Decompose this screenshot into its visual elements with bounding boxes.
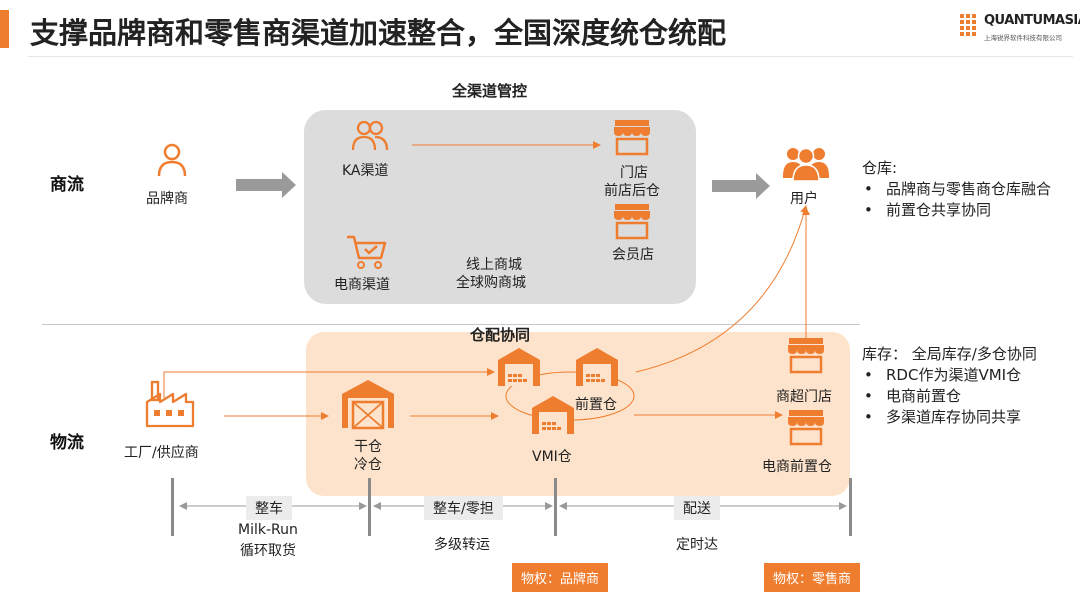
vmi-warehouse-label: VMI仓: [532, 449, 572, 465]
warehouse-notes-title: 仓库:: [862, 159, 898, 177]
online-mall-label: 线上商城: [466, 257, 522, 273]
segment-tag-delivery: 配送: [674, 496, 720, 520]
global-mall-label: 全球购商城: [456, 275, 526, 291]
factory-icon: [145, 380, 195, 428]
front-warehouse-label: 前置仓: [575, 397, 617, 413]
page-title: 支撑品牌商和零售商渠道加速整合，全国深度统仓统配: [30, 16, 727, 50]
logo-name: QUANTUMASIA: [984, 13, 1080, 28]
logistics-flow-label: 物流: [50, 433, 84, 453]
ownership-retailer-badge: 物权：零售商: [764, 563, 861, 592]
front-to-user-curve: [635, 205, 809, 373]
ecommerce-channel-label: 电商渠道: [334, 277, 390, 293]
quantumasia-logo-icon: [960, 14, 976, 36]
segment-tag-full-truck: 整车: [246, 496, 292, 520]
factory-label: 工厂/供应商: [124, 445, 199, 461]
commerce-flow-label: 商流: [50, 175, 84, 195]
timeline-tick-3: [554, 478, 557, 536]
vmi-warehouse-icon: [532, 396, 574, 434]
factory-to-vmi-top-arrow: [163, 368, 495, 398]
title-accent-bar: [0, 10, 9, 48]
multi-level-transfer-label: 多级转运: [434, 537, 490, 553]
dry-warehouse-label: 干仓: [354, 439, 382, 455]
omnichannel-title: 全渠道管控: [452, 82, 528, 100]
inventory-notes-title: 库存： 全局库存/多仓协同: [862, 345, 1037, 363]
inventory-note-item: 电商前置仓: [862, 386, 1074, 407]
timeline-tick-start: [171, 478, 174, 536]
milk-run-desc: 循环取货: [240, 543, 296, 559]
segment-tag-ftl-ltl: 整车/零担: [424, 496, 503, 520]
channels-to-user-arrow: [712, 173, 770, 199]
warehouse-note-item: 前置仓共享协同: [862, 200, 1074, 221]
inventory-note-item: RDC作为渠道VMI仓: [862, 365, 1074, 386]
milk-run-label: Milk-Run: [238, 522, 298, 538]
warehouse-icon: [498, 348, 540, 386]
ownership-brand-badge: 物权：品牌商: [512, 563, 609, 592]
warehouse-notes: 仓库: 品牌商与零售商仓库融合 前置仓共享协同: [862, 158, 1074, 221]
store-label: 门店: [620, 165, 648, 181]
person-icon: [157, 143, 187, 177]
supermarket-icon: [788, 338, 824, 374]
ka-channel-label: KA渠道: [342, 163, 389, 179]
inventory-note-item: 多渠道库存协同共享: [862, 407, 1074, 428]
member-store-label: 会员店: [612, 247, 654, 263]
store-subtitle: 前店后仓: [604, 183, 660, 199]
timeline-tick-end: [849, 478, 852, 536]
warehouse-icon: [342, 380, 394, 430]
users-icon: [783, 147, 829, 182]
shopping-cart-icon: [347, 235, 387, 269]
member-store-icon: [614, 204, 650, 240]
cold-warehouse-label: 冷仓: [354, 457, 382, 473]
front-warehouse-icon: [576, 348, 618, 386]
user-label: 用户: [790, 191, 818, 207]
warehouse-note-item: 品牌商与零售商仓库融合: [862, 179, 1056, 200]
supermarket-label: 商超门店: [776, 389, 832, 405]
ecommerce-front-warehouse-label: 电商前置仓: [762, 459, 832, 475]
ecommerce-store-icon: [788, 410, 824, 446]
timed-delivery-label: 定时达: [676, 537, 718, 553]
brand-label: 品牌商: [146, 191, 188, 207]
warehouse-coordination-title: 仓配协同: [470, 326, 531, 344]
timeline-tick-2: [368, 478, 371, 536]
inventory-notes: 库存： 全局库存/多仓协同 RDC作为渠道VMI仓 电商前置仓 多渠道库存协同共…: [862, 344, 1074, 428]
brand-to-channels-arrow: [236, 172, 296, 198]
section-divider: [42, 324, 860, 325]
header-rule: [28, 56, 1073, 57]
logo-subtitle: 上海锐界软件科技有限公司: [984, 34, 1062, 42]
group-users-icon: [351, 120, 389, 151]
storefront-icon: [614, 120, 650, 156]
